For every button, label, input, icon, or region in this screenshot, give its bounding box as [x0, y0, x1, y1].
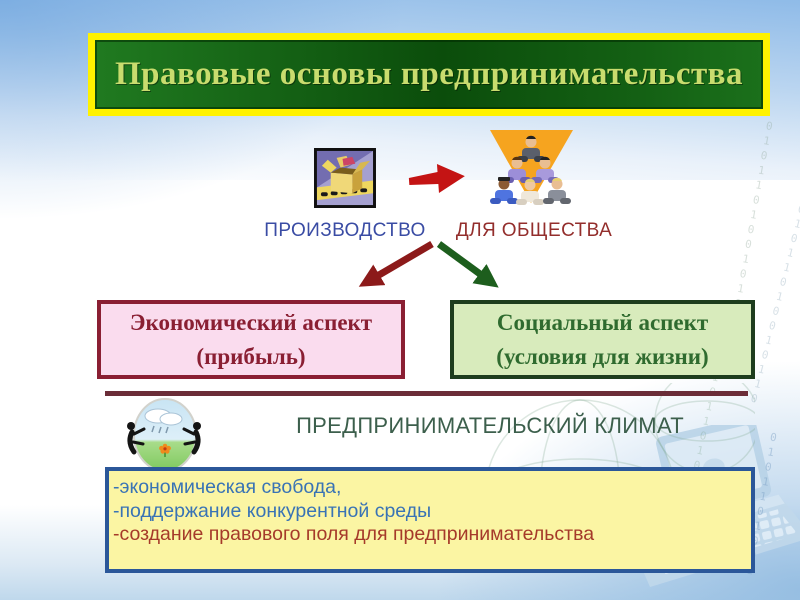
title-banner: Правовые основы предпринимательства: [88, 33, 770, 116]
social-aspect-box: Социальный аспект (условия для жизни): [450, 300, 755, 379]
production-label: ПРОИЗВОДСТВО: [264, 220, 426, 241]
economic-aspect-title: Экономический аспект: [129, 310, 373, 336]
rain: [151, 425, 169, 434]
economic-aspect-box: Экономический аспект (прибыль): [97, 300, 405, 379]
slide-title: Правовые основы предпринимательства: [114, 56, 744, 92]
social-aspect-title: Социальный аспект: [496, 310, 709, 336]
people-pyramid-icon: [490, 130, 573, 205]
social-aspect-subtitle: (условия для жизни): [496, 343, 709, 369]
society-label: ДЛЯ ОБЩЕСТВА: [455, 220, 613, 241]
cloud: [144, 408, 183, 426]
orange-triangle: [490, 130, 573, 203]
fork-arrows: [358, 240, 499, 288]
note-item: -поддержание конкурентной среды: [113, 499, 432, 522]
note-item: -создание правового поля для предпринима…: [113, 523, 595, 545]
red-right-arrow-icon: [408, 164, 465, 193]
climate-note-box: -экономическая свобода, -поддержание кон…: [105, 467, 755, 573]
fork-arrow-right: [436, 241, 499, 288]
divider-line: [105, 391, 748, 396]
production-box-icon: [314, 148, 376, 208]
fork-arrow-left: [358, 240, 434, 287]
climate-heading: ПРЕДПРИНИМАТЕЛЬСКИЙ КЛИМАТ: [296, 413, 684, 438]
climate-globe-icon: [127, 398, 201, 472]
economic-aspect-subtitle: (прибыль): [196, 343, 306, 369]
note-item: -экономическая свобода,: [113, 476, 342, 498]
silhouette-figures: [127, 422, 201, 455]
flower: [159, 443, 171, 454]
